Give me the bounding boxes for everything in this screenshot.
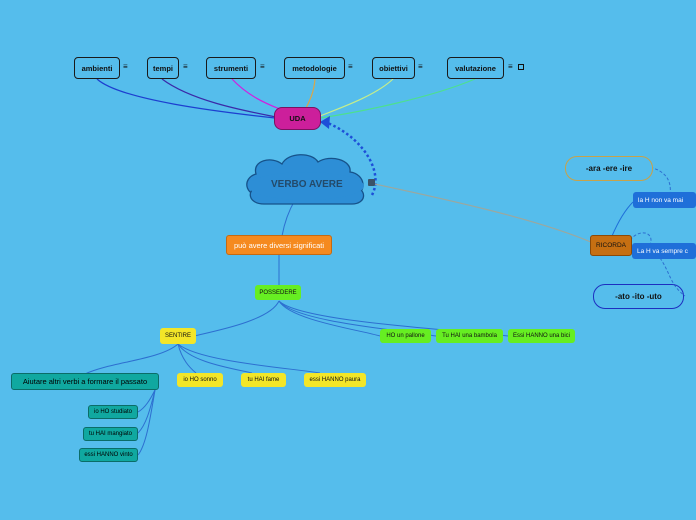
node-obiettivi[interactable]: obiettivi	[372, 57, 415, 79]
attachment-icon[interactable]	[368, 179, 375, 186]
notes-icon[interactable]: ≡	[348, 62, 353, 71]
notes-icon[interactable]: ≡	[123, 62, 128, 71]
node-tempi[interactable]: tempi	[147, 57, 179, 79]
link-center-orange	[281, 199, 296, 237]
link-ricorda-loop-dashed	[629, 232, 652, 246]
link-metodologie-uda	[305, 78, 316, 109]
node-tu-hai-mangiato[interactable]: tu HAI mangiato	[83, 427, 138, 441]
external-link-icon[interactable]	[518, 64, 524, 70]
node-ricorda[interactable]: RICORDA	[590, 235, 632, 256]
link-aiutare-tu	[137, 389, 156, 434]
notes-icon[interactable]: ≡	[418, 62, 423, 71]
notes-icon[interactable]: ≡	[260, 62, 265, 71]
node-aiutare-altri-verbi[interactable]: Aiutare altri verbi a formare il passato	[11, 373, 159, 390]
link-ambienti-uda	[96, 78, 276, 119]
link-possedere-sentire	[193, 300, 280, 337]
note-h-va-sempre[interactable]: La H va sempre c	[632, 243, 696, 259]
link-valutazione-uda	[319, 78, 476, 119]
central-topic[interactable]: VERBO AVERE	[271, 179, 343, 190]
link-note1-suffixes1-dashed	[652, 167, 671, 196]
node-sentire[interactable]: SENTIRE	[160, 328, 196, 344]
cloud-shape	[246, 154, 365, 205]
link-center-ricorda	[369, 182, 594, 244]
link-aiutare-essi	[137, 389, 156, 456]
node-essi-hanno-una-bici[interactable]: Essi HANNO una bici	[508, 329, 575, 343]
link-strumenti-uda	[231, 78, 283, 111]
node-essi-hanno-vinto[interactable]: essi HANNO vinto	[79, 448, 138, 462]
notes-icon[interactable]: ≡	[183, 62, 188, 71]
link-possedere-ho	[278, 300, 381, 337]
node-ambienti[interactable]: ambienti	[74, 57, 120, 79]
link-ricorda-note1	[611, 201, 634, 237]
note-h-non-va-mai[interactable]: la H non va mai	[633, 192, 696, 208]
node-suffixes-ato-ito-uto[interactable]: -ato -ito -uto	[593, 284, 684, 309]
node-uda[interactable]: UDA	[274, 107, 321, 130]
link-sentire-tu	[177, 343, 253, 374]
node-possedere[interactable]: POSSEDERE	[255, 285, 301, 300]
link-sentire-io	[177, 343, 197, 374]
link-sentire-aiutare	[84, 343, 179, 375]
node-valutazione[interactable]: valutazione	[447, 57, 504, 79]
link-obiettivi-uda	[319, 78, 394, 117]
node-io-ho-sonno[interactable]: io HO sonno	[177, 373, 223, 387]
node-diversi-significati[interactable]: può avere diversi significati	[226, 235, 332, 255]
node-essi-hanno-paura[interactable]: essi HANNO paura	[304, 373, 366, 387]
node-strumenti[interactable]: strumenti	[206, 57, 256, 79]
node-ho-un-pallone[interactable]: HO un pallone	[380, 329, 431, 343]
link-aiutare-io	[137, 389, 156, 413]
link-sentire-essi	[177, 343, 321, 374]
notes-icon[interactable]: ≡	[508, 62, 513, 71]
node-io-ho-studiato[interactable]: io HO studiato	[88, 405, 138, 419]
link-tempi-uda	[161, 78, 277, 118]
arrowhead-uda	[320, 116, 330, 129]
node-tu-hai-fame[interactable]: tu HAI fame	[241, 373, 286, 387]
node-suffixes-are-ere-ire[interactable]: -ara -ere -ire	[565, 156, 653, 181]
node-tu-hai-una-bambola[interactable]: Tu HAI una bambola	[436, 329, 503, 343]
node-metodologie[interactable]: metodologie	[284, 57, 345, 79]
